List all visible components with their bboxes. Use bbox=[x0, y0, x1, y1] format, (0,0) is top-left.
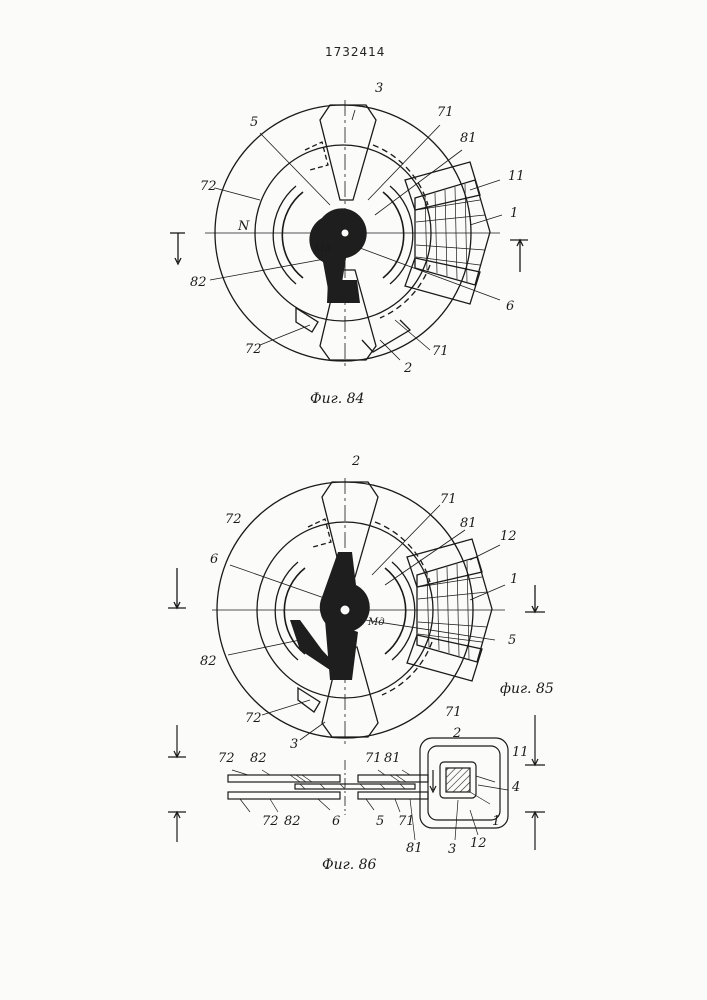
fig86-label-c11: 11 bbox=[512, 746, 529, 759]
fig86-label-top-8-2: 82 bbox=[250, 752, 267, 765]
fig86-label-top-7-2: 72 bbox=[218, 752, 235, 765]
fig86-label-top-8-1: 81 bbox=[384, 752, 401, 765]
fig86-label-c3: 3 bbox=[448, 843, 456, 856]
fig86-label-bottom-7-2: 72 bbox=[262, 815, 279, 828]
fig86-label-bottom-7-1: 71 bbox=[398, 815, 415, 828]
fig86-label-bottom-6: 6 bbox=[332, 815, 340, 828]
fig86-label-bottom-8-2: 82 bbox=[284, 815, 301, 828]
fig86-label-bottom-8-1: 81 bbox=[406, 842, 423, 855]
fig86-label-bottom-5: 5 bbox=[376, 815, 384, 828]
fig86-label-c1: 1 bbox=[492, 815, 500, 828]
fig86-label-c2: 2 bbox=[453, 727, 461, 740]
fig86-label-top-7-1: 71 bbox=[365, 752, 382, 765]
fig86-label-c4: 4 bbox=[512, 781, 520, 794]
fig86-caption: Фиг. 86 bbox=[322, 858, 376, 872]
fig86-label-c12: 12 bbox=[470, 837, 487, 850]
